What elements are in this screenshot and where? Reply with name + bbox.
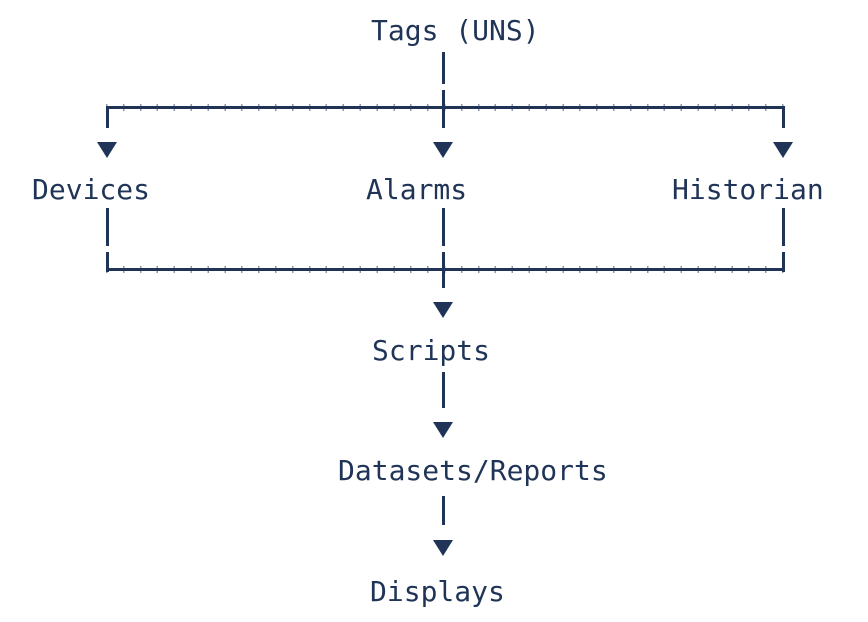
node-displays: Displays [370, 575, 505, 608]
connector-devices-down-a [106, 208, 109, 246]
node-tags-uns: Tags (UNS) [371, 14, 540, 47]
node-scripts: Scripts [372, 334, 491, 367]
connector-devices-down-b [106, 252, 109, 272]
arrow-down-icon-alarms [433, 142, 453, 158]
connector-historian-down-b [782, 252, 785, 272]
node-devices: Devices [32, 173, 151, 206]
connector-fanout-line [106, 104, 785, 111]
arrow-down-icon-devices [97, 142, 117, 158]
connector-alarms-down-a [442, 208, 445, 246]
connector-tags-down-a [442, 52, 445, 84]
connector-scripts-down [442, 372, 445, 408]
connector-right-corner-stub [782, 108, 785, 128]
connector-historian-down-a [782, 208, 785, 246]
connector-merge-line [106, 266, 785, 273]
arrow-down-icon-scripts [433, 302, 453, 318]
node-historian: Historian [672, 173, 824, 206]
connector-left-corner-stub [106, 108, 109, 128]
connector-datasets-down [442, 496, 445, 525]
node-datasets-reports: Datasets/Reports [338, 454, 608, 487]
node-alarms: Alarms [366, 173, 468, 206]
arrow-down-icon-historian [773, 142, 793, 158]
arrow-down-icon-datasets [433, 422, 453, 438]
arrow-down-icon-displays [433, 540, 453, 556]
